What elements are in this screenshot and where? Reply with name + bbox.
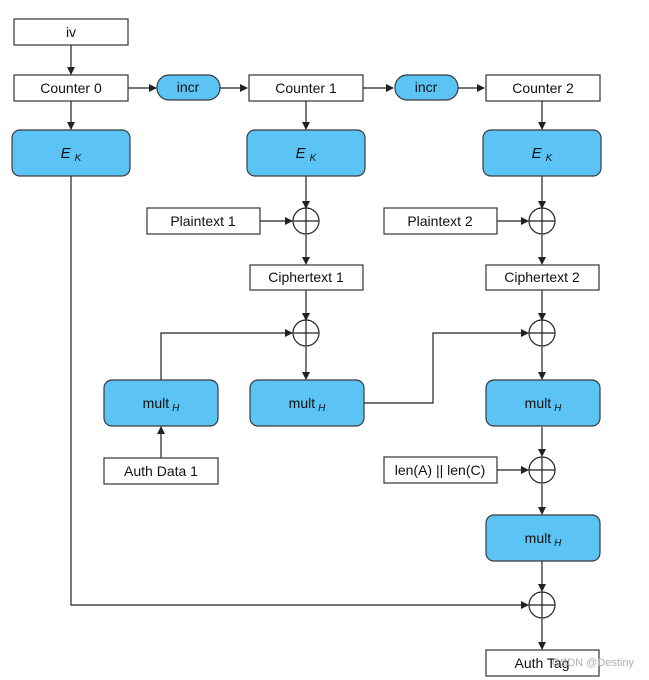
plaintext1-label: Plaintext 1	[170, 213, 236, 229]
arrow-mult-b-xor4	[364, 329, 529, 404]
plaintext1-box: Plaintext 1	[146, 207, 261, 235]
counter1-label: Counter 1	[275, 80, 337, 96]
xor-icon	[292, 319, 320, 347]
counter1-box: Counter 1	[248, 74, 364, 102]
ciphertext2-label: Ciphertext 2	[504, 269, 580, 285]
incr-label: incr	[177, 79, 200, 95]
arrow-mult-a-xor3	[160, 329, 293, 380]
xor-icon	[528, 591, 556, 619]
plaintext2-box: Plaintext 2	[383, 207, 498, 235]
ciphertext1-label: Ciphertext 1	[268, 269, 344, 285]
counter2-label: Counter 2	[512, 80, 574, 96]
counter0-box: Counter 0	[13, 74, 129, 102]
xor-icon	[528, 207, 556, 235]
lenac-box: len(A) || len(C)	[383, 456, 498, 484]
xor-icon	[528, 456, 556, 484]
iv-label: iv	[66, 24, 76, 40]
incr-pill-1: incr	[156, 74, 221, 101]
counter0-label: Counter 0	[40, 80, 102, 96]
connectors	[67, 45, 546, 650]
xor-icon	[292, 207, 320, 235]
authtag-label: Auth Tag	[514, 655, 569, 671]
authdata1-box: Auth Data 1	[103, 457, 219, 485]
counter2-box: Counter 2	[485, 74, 601, 102]
lenac-label: len(A) || len(C)	[395, 462, 486, 478]
iv-box: iv	[13, 18, 129, 46]
incr-pill-2: incr	[394, 74, 459, 101]
arrow-ek0-xor6	[70, 176, 529, 609]
incr-label: incr	[415, 79, 438, 95]
plaintext2-label: Plaintext 2	[407, 213, 473, 229]
ciphertext1-box: Ciphertext 1	[249, 264, 364, 291]
authtag-box: Auth Tag	[485, 649, 600, 677]
xor-nodes	[292, 207, 556, 619]
authdata1-label: Auth Data 1	[124, 463, 198, 479]
watermark-text: CSDN @Destiny	[552, 657, 635, 669]
xor-icon	[528, 319, 556, 347]
ciphertext2-box: Ciphertext 2	[485, 264, 600, 291]
